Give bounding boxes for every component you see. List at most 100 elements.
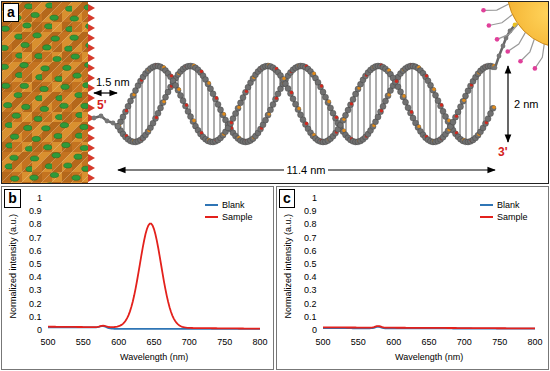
surface-facet: [42, 72, 52, 82]
surface-spike: [88, 94, 95, 102]
dimension-label: 2 nm: [514, 98, 538, 111]
surface-facet: [82, 2, 88, 12]
surface-facet: [72, 102, 82, 112]
strand-end-label: 3': [498, 146, 508, 160]
surface-facet: [62, 42, 72, 52]
surface-site: [20, 63, 28, 68]
linker-atom: [99, 114, 104, 119]
chart-plot: [48, 224, 260, 329]
surface-facet: [12, 162, 22, 172]
surface-facet: [82, 72, 88, 82]
legend-text: Sample: [222, 212, 253, 222]
panel-frame: [2, 2, 549, 184]
surface-facet: [32, 122, 42, 132]
surface-site: [53, 56, 61, 61]
phosphate-atom: [432, 87, 435, 90]
surface-facet: [82, 162, 88, 172]
base-pair: [411, 66, 413, 116]
surface-facet: [52, 42, 62, 52]
surface-site: [20, 83, 28, 88]
backbone-atom: [435, 98, 441, 104]
surface-facet: [52, 162, 62, 172]
backbone-atom: [325, 100, 331, 106]
surface-facet: [62, 62, 72, 72]
surface-facet: [52, 142, 62, 152]
surface-facet: [22, 102, 32, 112]
surface-facet: [2, 182, 12, 183]
surface-site: [64, 163, 72, 168]
ligand-chain: [535, 44, 544, 68]
legend-line: [480, 216, 493, 218]
surface-site: [50, 15, 58, 20]
base-pair: [471, 83, 473, 141]
surface-site: [65, 46, 73, 51]
tick-label: 0: [37, 325, 42, 335]
sample-curve: [323, 326, 535, 328]
surface-site: [10, 155, 18, 160]
surface-facet: [52, 2, 62, 12]
surface-facet: [72, 62, 82, 72]
phosphate-atom: [320, 84, 323, 87]
ligand-end: [481, 8, 486, 13]
backbone-atom: [455, 109, 461, 115]
linker-atom: [497, 54, 502, 59]
surface-facet: [12, 182, 22, 183]
tick-label: 600: [111, 337, 126, 347]
linker-atom: [493, 65, 498, 70]
surface-site: [10, 134, 18, 139]
surface-site: [34, 116, 42, 121]
surface-facet: [32, 62, 42, 72]
surface-facet: [72, 62, 82, 72]
tick-label: 550: [76, 337, 91, 347]
base-pair: [303, 67, 305, 122]
surface-site: [42, 126, 50, 131]
surface-site: [35, 54, 43, 59]
surface-site: [55, 76, 63, 81]
surface-facet: [32, 142, 42, 152]
axis-title: Wavelength (nm): [395, 352, 463, 362]
surface-facet: [32, 132, 42, 142]
surface-facet: [72, 172, 82, 182]
surface-facet: [82, 32, 88, 42]
panel-label: a: [3, 3, 19, 22]
surface-site: [30, 175, 38, 180]
surface-facet: [42, 52, 52, 62]
panel-label: b: [4, 189, 21, 208]
surface-facet: [72, 82, 82, 92]
surface-site: [41, 66, 49, 71]
backbone-atom: [328, 105, 334, 111]
surface-spike: [88, 34, 95, 42]
surface-site: [45, 24, 53, 29]
surface-facet: [32, 32, 42, 42]
surface-spike: [88, 154, 95, 162]
surface-facet: [62, 52, 72, 62]
surface-site: [21, 42, 29, 47]
surface-facet: [82, 172, 88, 182]
tick-label: 500: [41, 337, 56, 347]
surface-facet: [32, 32, 42, 42]
surface-site: [62, 142, 70, 147]
surface-facet: [52, 142, 62, 152]
panel-label: c: [279, 189, 295, 208]
legend-line: [205, 216, 218, 218]
surface-site: [86, 43, 88, 48]
surface-facet: [82, 112, 88, 122]
surface-site: [40, 86, 48, 91]
sample-curve: [48, 224, 260, 329]
surface-facet: [42, 32, 52, 42]
dimension-arrow: [507, 66, 508, 142]
surface-facet: [42, 172, 52, 182]
gold-nanoparticle: [507, 2, 548, 48]
surface-facet: [72, 2, 82, 12]
ligand-chain: [520, 39, 534, 61]
linker-atom: [111, 121, 116, 126]
backbone-atom: [293, 101, 299, 107]
base-pair: [375, 66, 377, 120]
surface-facet: [22, 52, 32, 62]
surface-facet: [32, 42, 42, 52]
surface-facet: [12, 142, 22, 152]
surface-facet: [82, 62, 88, 72]
surface-facet: [52, 132, 62, 142]
legend-text: Blank: [222, 200, 245, 210]
